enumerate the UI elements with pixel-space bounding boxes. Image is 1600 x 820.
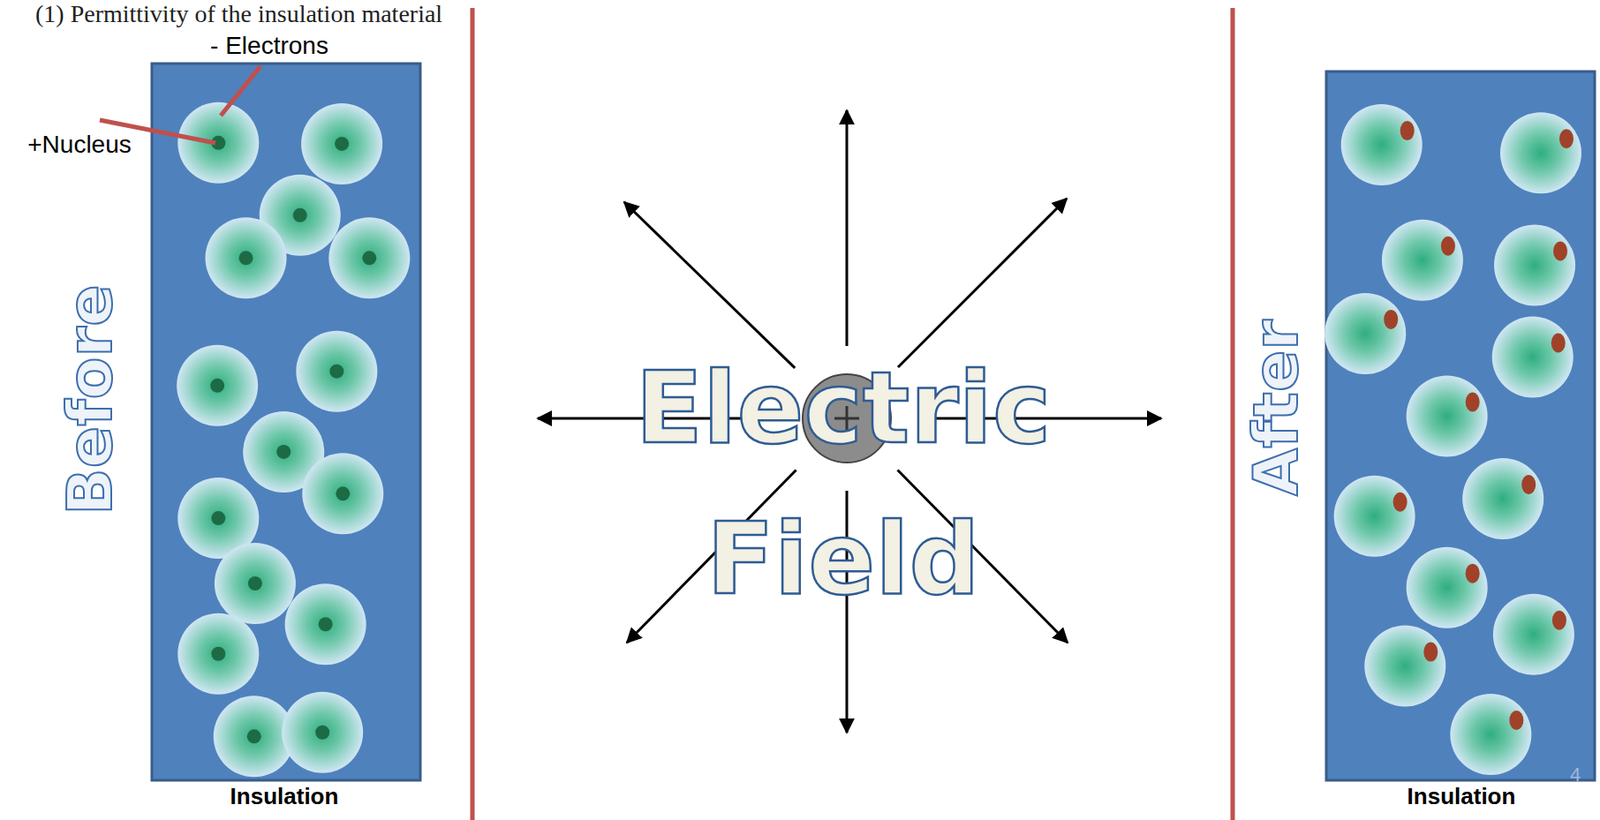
electron-cloud-shift bbox=[1465, 564, 1480, 584]
nucleus bbox=[239, 250, 254, 265]
field-label: Electric Field bbox=[622, 332, 1065, 635]
electron-cloud-shift bbox=[1441, 236, 1456, 257]
insulation-label: Insulation bbox=[1407, 783, 1517, 811]
electron-cloud-shift bbox=[1400, 120, 1415, 141]
nucleus bbox=[362, 250, 377, 265]
atom bbox=[1494, 224, 1576, 306]
page-number: 4 bbox=[1569, 763, 1581, 787]
atom bbox=[281, 692, 363, 774]
nucleus bbox=[329, 364, 344, 379]
nucleus bbox=[247, 729, 262, 744]
nucleus bbox=[318, 617, 333, 632]
insulation-label: Insulation bbox=[230, 783, 340, 811]
electron-cloud-shift bbox=[1465, 392, 1480, 412]
electron-cloud-shift bbox=[1509, 710, 1524, 731]
atom bbox=[205, 217, 287, 299]
atom bbox=[301, 103, 383, 185]
electron-cloud-shift bbox=[1552, 611, 1567, 631]
after-label: After bbox=[1239, 319, 1313, 497]
divider-line bbox=[1230, 7, 1236, 820]
atom bbox=[1462, 458, 1544, 540]
electron-cloud-shift bbox=[1383, 309, 1398, 330]
atom bbox=[1500, 112, 1582, 194]
atom bbox=[285, 583, 367, 665]
nucleus bbox=[210, 378, 225, 393]
electron-cloud-shift bbox=[1393, 492, 1408, 513]
nucleus bbox=[334, 136, 349, 151]
nucleus bbox=[335, 486, 350, 501]
atom bbox=[328, 217, 410, 299]
atom bbox=[1492, 316, 1574, 398]
atom bbox=[295, 331, 378, 413]
atom bbox=[301, 452, 384, 535]
atom bbox=[1493, 594, 1575, 676]
atom bbox=[176, 345, 258, 427]
atom bbox=[177, 102, 259, 184]
atom bbox=[1334, 475, 1416, 558]
atom bbox=[1406, 547, 1488, 629]
field-arrow bbox=[624, 202, 795, 369]
field-arrow bbox=[898, 198, 1067, 368]
nucleus bbox=[276, 445, 291, 460]
nucleus bbox=[211, 647, 226, 662]
field-arrow bbox=[845, 110, 849, 347]
atom bbox=[177, 613, 259, 695]
atom bbox=[1324, 293, 1406, 375]
nucleus bbox=[248, 576, 263, 591]
atom bbox=[214, 543, 296, 625]
before-label: Before bbox=[53, 284, 127, 515]
atom bbox=[1381, 219, 1464, 302]
electron-cloud-shift bbox=[1423, 642, 1438, 663]
electron-cloud-shift bbox=[1559, 128, 1574, 149]
electrons-label: - Electrons bbox=[210, 31, 329, 61]
leader-line bbox=[220, 66, 261, 116]
electron-cloud-shift bbox=[1521, 475, 1536, 495]
atom bbox=[1364, 626, 1446, 708]
nucleus bbox=[211, 511, 226, 526]
atom bbox=[1449, 694, 1532, 776]
divider-line bbox=[470, 7, 476, 820]
atom bbox=[1341, 104, 1423, 186]
insulation-slab bbox=[1326, 71, 1595, 781]
insulation-slab bbox=[151, 63, 421, 781]
nucleus bbox=[293, 208, 308, 223]
electron-cloud-shift bbox=[1553, 241, 1568, 261]
nucleus bbox=[315, 725, 330, 740]
slide-title: (1) Permittivity of the insulation mater… bbox=[35, 0, 443, 29]
nucleus-label: +Nucleus bbox=[27, 130, 132, 159]
electron-cloud-shift bbox=[1551, 332, 1566, 353]
atom bbox=[1406, 375, 1488, 457]
